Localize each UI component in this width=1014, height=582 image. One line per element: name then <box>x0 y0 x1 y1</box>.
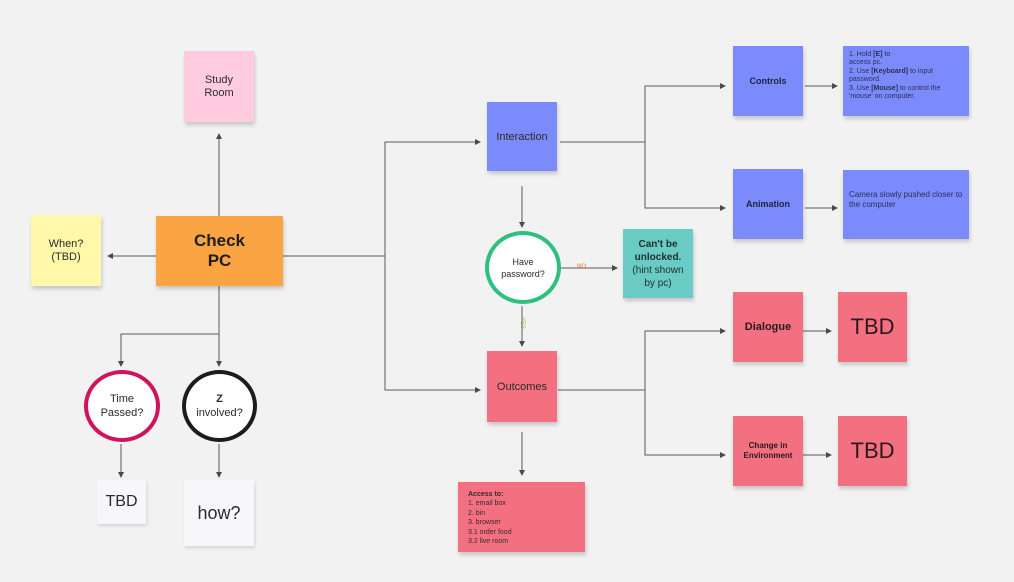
access-item: 3. browser <box>468 519 501 527</box>
animation-desc-text: Camera slowly pushed closer to the compu… <box>849 190 963 209</box>
tbd-env-label: TBD <box>850 438 895 463</box>
z-label: Z <box>216 393 223 405</box>
access-item: 3.1 order food <box>468 528 512 536</box>
check-pc-label: Check PC <box>193 231 246 270</box>
edge-checkpc-down <box>118 286 220 367</box>
controls-key-mouse: [Mouse] <box>871 84 899 92</box>
sticky-tbd-dialogue[interactable]: TBD <box>838 292 907 362</box>
sticky-cant-unlock[interactable]: Can't be unlocked. (hint shown by pc) <box>623 229 693 298</box>
controls-desc-text: 'mouse' on computer. <box>849 93 916 101</box>
sticky-dialogue[interactable]: Dialogue <box>733 292 803 362</box>
circle-have-password[interactable]: Have password? <box>485 231 561 304</box>
edge-label-no: NO <box>577 264 586 270</box>
sticky-animation-desc[interactable]: Camera slowly pushed closer to the compu… <box>843 170 969 239</box>
sticky-tbd-environment[interactable]: TBD <box>838 416 907 486</box>
controls-label: Controls <box>749 76 787 86</box>
sticky-check-pc[interactable]: Check PC <box>156 216 283 286</box>
when-label: When? (TBD) <box>48 237 84 263</box>
sticky-animation[interactable]: Animation <box>733 169 803 239</box>
access-item: 1. email box <box>468 500 506 508</box>
controls-desc-text: 2. Use <box>849 67 872 75</box>
controls-desc-text: access pc. <box>849 59 883 67</box>
study-room-label: Study Room <box>204 73 234 99</box>
have-password-label: Have password? <box>501 256 545 279</box>
sticky-controls[interactable]: Controls <box>733 46 803 116</box>
edge-outcomes-dialogue <box>558 328 726 391</box>
cant-unlock-bold-label: Can't be unlocked. <box>634 238 682 263</box>
access-item: 3.2 live room <box>468 538 509 546</box>
controls-desc-text: to control the <box>898 84 941 92</box>
sticky-access-list[interactable]: Access to: 1. email box 2. bin 3. browse… <box>458 482 585 552</box>
change-env-label: Change in Environment <box>743 441 793 460</box>
outcomes-label: Outcomes <box>496 380 548 393</box>
controls-key-e: [E] <box>873 51 883 58</box>
controls-desc-text: to input <box>908 67 934 75</box>
interaction-label: Interaction <box>496 130 548 143</box>
edge-checkpc-interaction <box>283 139 481 257</box>
dialogue-label: Dialogue <box>744 321 792 333</box>
edge-interaction-controls <box>560 83 726 143</box>
sticky-controls-desc[interactable]: 1. Hold [E] to access pc. 2. Use [Keyboa… <box>843 46 969 116</box>
z-involved-label: involved? <box>196 407 243 419</box>
edge-outcomes-change <box>644 390 726 458</box>
circle-time-passed[interactable]: Time Passed? <box>84 370 160 442</box>
edge-interaction-animation <box>644 142 726 211</box>
tbd-small-label: TBD <box>105 493 138 510</box>
edge-label-yes: YES <box>519 316 526 330</box>
tbd-dialogue-label: TBD <box>850 314 895 339</box>
circle-z-involved[interactable]: Z involved? <box>182 370 257 442</box>
animation-label: Animation <box>746 199 790 209</box>
sticky-change-environment[interactable]: Change in Environment <box>733 416 803 486</box>
sticky-study-room[interactable]: Study Room <box>184 51 254 122</box>
time-passed-label: Time Passed? <box>100 393 144 419</box>
controls-desc-text: to <box>882 51 891 58</box>
cant-unlock-hint-label: (hint shown by pc) <box>632 264 684 289</box>
how-label: how? <box>197 502 241 523</box>
sticky-how[interactable]: how? <box>184 480 254 546</box>
edge-checkpc-outcomes <box>384 256 481 393</box>
controls-key-keyboard: [Keyboard] <box>871 67 909 75</box>
access-item: 2. bin <box>468 509 486 517</box>
sticky-outcomes[interactable]: Outcomes <box>487 351 557 422</box>
sticky-when[interactable]: When? (TBD) <box>31 215 101 286</box>
controls-desc-text: password. <box>849 76 881 84</box>
sticky-tbd-small[interactable]: TBD <box>97 480 146 524</box>
controls-desc-text: 3. Use <box>849 84 872 92</box>
controls-desc-text: 1. Hold <box>849 51 874 58</box>
access-title: Access to: <box>468 491 504 498</box>
sticky-interaction[interactable]: Interaction <box>487 102 557 171</box>
